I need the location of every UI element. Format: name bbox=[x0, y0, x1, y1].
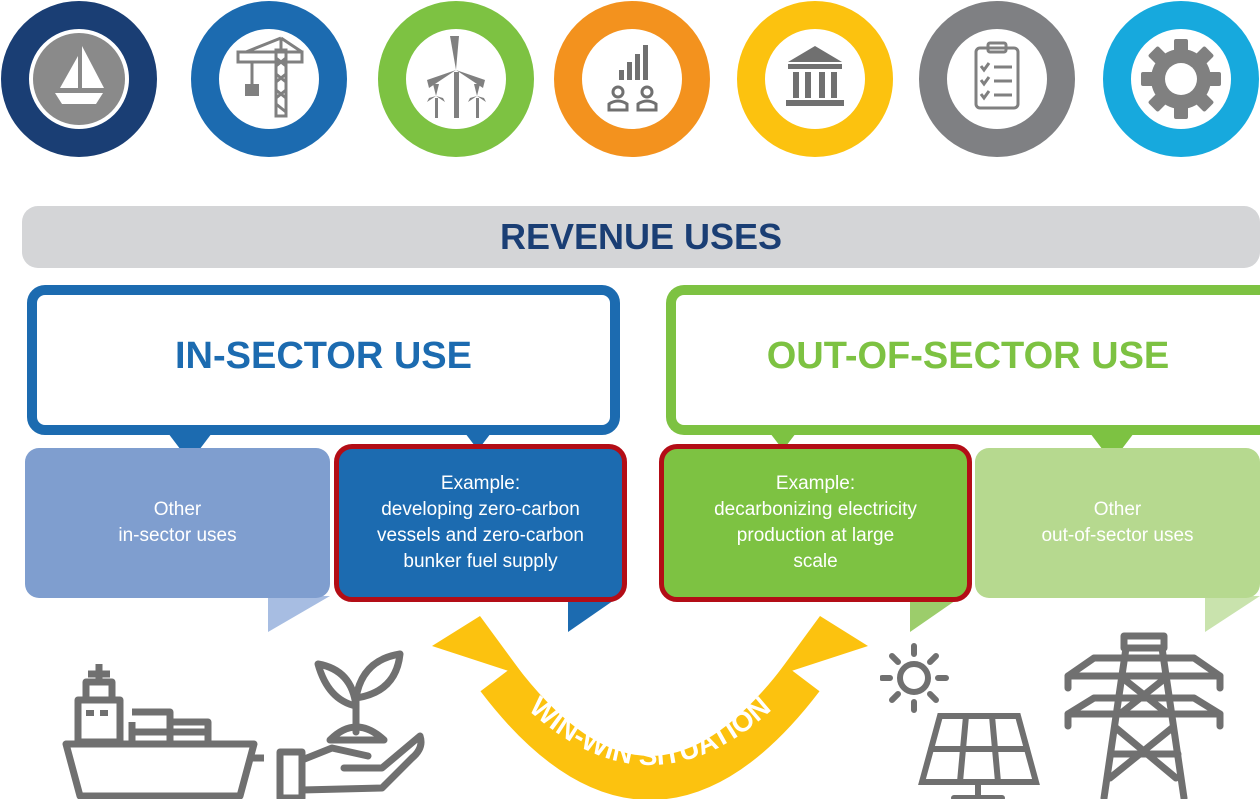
other-out-sector-text: Other out-of-sector uses bbox=[1041, 499, 1194, 546]
in-sector-example-text: Example: developing zero-carbon vessels … bbox=[377, 473, 584, 572]
solar-panel-icon bbox=[880, 643, 1040, 799]
bank-icon bbox=[737, 1, 893, 157]
win-win-arrow: WIN-WIN SITUATION bbox=[432, 616, 868, 799]
checklist-icon bbox=[919, 1, 1075, 157]
revenue-uses-banner: REVENUE USES bbox=[22, 206, 1260, 268]
in-sector-example-card: Example: developing zero-carbon vessels … bbox=[334, 444, 627, 602]
gear-icon bbox=[1103, 1, 1259, 157]
crane-icon bbox=[191, 1, 347, 157]
out-sector-example-card: Example: decarbonizing electricity produ… bbox=[659, 444, 972, 602]
wind-turbine-icon bbox=[378, 1, 534, 157]
out-sector-example-text: Example: decarbonizing electricity produ… bbox=[714, 473, 917, 572]
bar-chart-people-icon bbox=[554, 1, 710, 157]
arrow-head-left bbox=[432, 616, 524, 676]
bubble-tail-example-out bbox=[910, 596, 962, 632]
banner-title: REVENUE USES bbox=[499, 216, 783, 257]
bubble-tail-other-out bbox=[1205, 596, 1260, 632]
out-sector-title: OUT-OF-SECTOR USE bbox=[766, 335, 1170, 377]
in-sector-box: IN-SECTOR USE bbox=[27, 285, 620, 435]
out-sector-box: OUT-OF-SECTOR USE bbox=[666, 285, 1260, 435]
sailboat-icon bbox=[1, 1, 157, 157]
plant-in-hand-icon bbox=[276, 650, 425, 799]
other-in-sector-text: Other in-sector uses bbox=[118, 499, 237, 546]
container-ship-icon bbox=[62, 664, 264, 799]
other-out-sector-card: Other out-of-sector uses bbox=[975, 448, 1260, 598]
arrow-head-right bbox=[776, 616, 868, 676]
other-in-sector-card: Other in-sector uses bbox=[25, 448, 330, 598]
bubble-tail-other-in bbox=[268, 596, 330, 632]
in-sector-title: IN-SECTOR USE bbox=[174, 335, 472, 377]
transmission-tower-icon bbox=[1064, 632, 1224, 799]
